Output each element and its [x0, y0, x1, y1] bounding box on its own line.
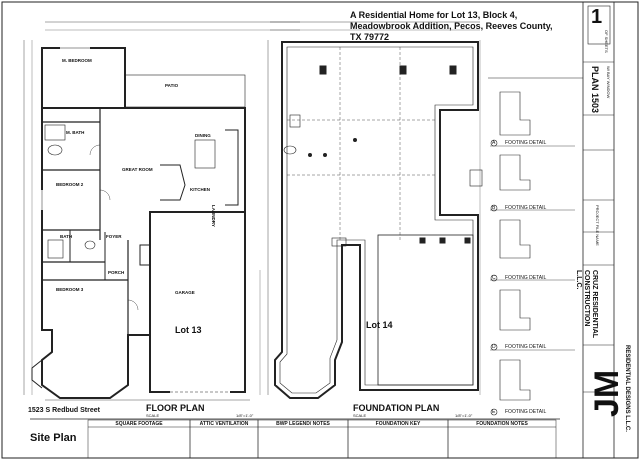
- room-laundry: LAUNDRY: [211, 205, 216, 227]
- detail-d-letter: D: [492, 344, 496, 350]
- detail-c-label: FOOTING DETAIL: [505, 275, 547, 281]
- room-dining: DINING: [195, 133, 211, 138]
- room-master-bedroom: M. BEDROOM: [62, 58, 92, 63]
- sheet-title: A Residential Home for Lot 13, Block 4, …: [350, 10, 553, 42]
- foundation-plan-scale-label: SCALE: [353, 413, 367, 418]
- project-file-name: PROJECT FILE NAME: [595, 205, 600, 246]
- designer-name: RESIDENTIAL DESIGNS L.L.C.: [624, 345, 630, 432]
- plan-sub: W/ BAY WINDOW: [606, 66, 611, 99]
- foundation-notes-header: FOUNDATION NOTES: [476, 421, 528, 427]
- floor-plan-drawing: [23, 21, 300, 401]
- floor-plan-scale: 1/8"=1'-0": [236, 413, 254, 418]
- floor-lot-label: Lot 13: [175, 325, 202, 335]
- foundation-plan-label: FOUNDATION PLAN: [353, 403, 440, 413]
- detail-e-letter: E: [492, 409, 496, 415]
- detail-a-letter: A: [492, 140, 496, 146]
- room-garage: GARAGE: [175, 290, 195, 295]
- jm-logo: JM: [588, 370, 626, 417]
- svg-text:JM: JM: [588, 370, 626, 417]
- foundation-plan-scale: 1/8"=1'-0": [455, 413, 473, 418]
- site-plan-label: Site Plan: [30, 432, 77, 444]
- room-master-bath: M. BATH: [66, 130, 85, 135]
- room-bedroom-2: BEDROOM 2: [56, 182, 84, 187]
- room-great-room: GREAT ROOM: [122, 167, 153, 172]
- company-name: CRUZ RESIDENTIAL CONSTRUCTION L.L.C.: [575, 270, 598, 338]
- footing-details: [490, 91, 575, 416]
- square-footage-header: SQUARE FOOTAGE: [115, 421, 163, 427]
- floor-plan-label: FLOOR PLAN: [146, 403, 205, 413]
- room-foyer: FOYER: [106, 234, 122, 239]
- plan-name: PLAN 1503: [590, 66, 600, 114]
- bottom-tables: [87, 419, 557, 459]
- room-bedroom-3: BEDROOM 3: [56, 287, 84, 292]
- detail-b-label: FOOTING DETAIL: [505, 205, 547, 211]
- foundation-plan-drawing: [267, 21, 483, 399]
- detail-e-label: FOOTING DETAIL: [505, 409, 547, 415]
- room-bath: BATH: [60, 234, 73, 239]
- foundation-key-header: FOUNDATION KEY: [375, 421, 421, 427]
- detail-a-label: FOOTING DETAIL: [505, 140, 547, 146]
- detail-c-letter: C: [492, 275, 496, 281]
- street-address: 1523 S Redbud Street: [28, 407, 100, 414]
- detail-b-letter: B: [492, 205, 496, 211]
- detail-d-label: FOOTING DETAIL: [505, 344, 547, 350]
- bwp-legend-header: BWP LEGEND/ NOTES: [276, 421, 330, 427]
- of-sheets-label: OF SHEETS: [604, 30, 609, 53]
- room-porch: PORCH: [108, 270, 125, 275]
- room-kitchen: KITCHEN: [190, 187, 210, 192]
- attic-ventilation-header: ATTIC VENTILATION: [199, 421, 249, 427]
- sheet-number: 1: [591, 6, 603, 28]
- room-patio: PATIO: [165, 83, 179, 88]
- foundation-lot-label: Lot 14: [366, 320, 393, 330]
- floor-plan-scale-label: SCALE: [146, 413, 160, 418]
